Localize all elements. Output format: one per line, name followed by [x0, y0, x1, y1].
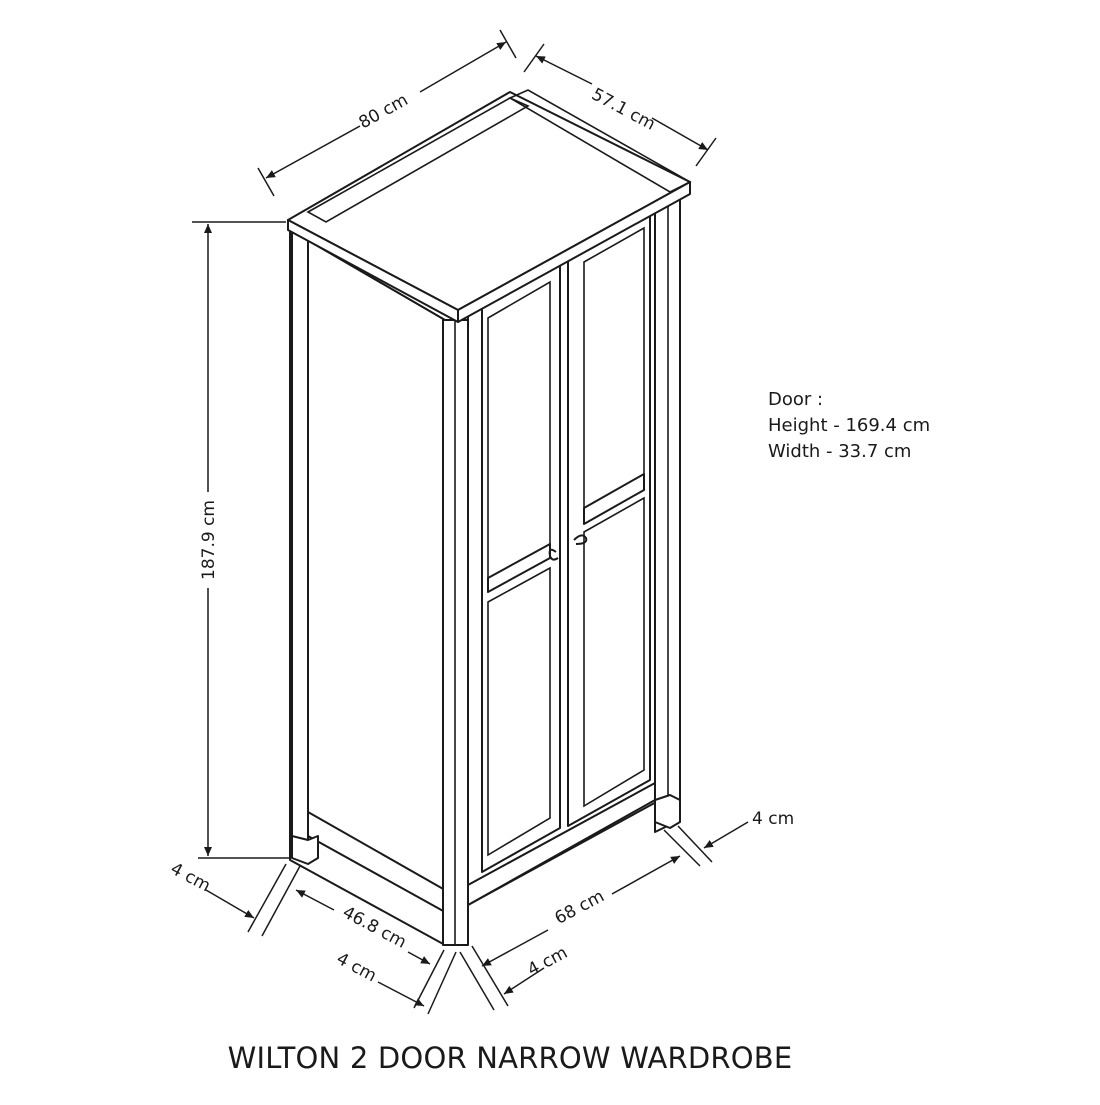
left-door	[481, 261, 561, 873]
dim-leg-right: 4 cm	[703, 809, 794, 849]
door-spec: Door : Height - 169.4 cm Width - 33.7 cm	[768, 389, 930, 462]
door-spec-width: Width - 33.7 cm	[768, 441, 911, 462]
top-back-strip	[306, 97, 530, 223]
top-right-strip	[508, 89, 692, 193]
door-spec-height: Height - 169.4 cm	[768, 415, 930, 436]
dim-leg-side-left: 4 cm	[167, 859, 301, 937]
dim-leg-right-label: 4 cm	[752, 809, 794, 829]
dim-inner-width-label: 68 cm	[552, 886, 608, 929]
dim-height: 187.9 cm	[192, 221, 290, 859]
back-left-leg	[291, 835, 319, 865]
door-spec-heading: Door :	[768, 389, 823, 410]
dim-leg-side-left-label: 4 cm	[167, 859, 214, 896]
right-door-handle-icon	[573, 534, 588, 545]
right-door	[567, 211, 651, 827]
left-door-handle-icon	[548, 548, 559, 561]
dim-width-label: 80 cm	[356, 90, 412, 133]
dim-leg-front-left: 4 cm	[333, 949, 457, 1015]
dim-height-label: 187.9 cm	[199, 500, 219, 580]
back-left-post	[291, 231, 309, 863]
wardrobe-top	[287, 89, 692, 323]
dim-leg-front-right: 4 cm	[459, 943, 571, 1011]
dim-depth-label: 57.1 cm	[588, 85, 658, 135]
dim-leg-front-left-label: 4 cm	[333, 949, 380, 986]
top-left-edge	[287, 219, 459, 323]
dim-leg-front-right-label: 4 cm	[524, 943, 571, 980]
front-right-leg	[654, 794, 681, 829]
page-title: WILTON 2 DOOR NARROW WARDROBE	[228, 1041, 793, 1075]
